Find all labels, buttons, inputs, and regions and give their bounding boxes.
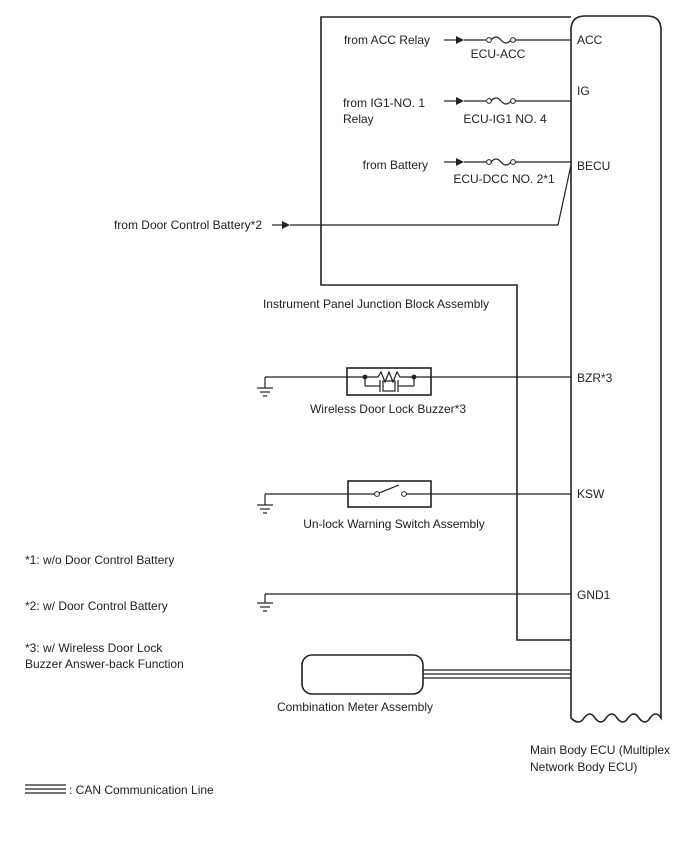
label-junction-block: Instrument Panel Junction Block Assembly — [263, 297, 489, 311]
label-buzzer: Wireless Door Lock Buzzer*3 — [310, 402, 466, 416]
junction-block-outline — [320, 16, 571, 641]
label-fuse-ecu-dcc: ECU-DCC NO. 2*1 — [453, 172, 555, 186]
label-from-acc-relay: from ACC Relay — [344, 33, 430, 47]
terminal-bzr: BZR*3 — [577, 371, 613, 385]
can-legend-icon — [25, 784, 66, 794]
terminal-becu: BECU — [577, 159, 610, 173]
gnd1-circuit — [257, 593, 571, 612]
label-main-ecu-line2: Network Body ECU) — [530, 760, 637, 774]
combination-meter-box — [301, 654, 424, 695]
ig-circuit — [444, 97, 571, 105]
label-main-ecu-line1: Main Body ECU (Multiplex — [530, 743, 670, 757]
battery-circuit — [444, 158, 571, 166]
label-unlock-switch: Un-lock Warning Switch Assembly — [303, 517, 485, 531]
buzzer-circuit — [257, 367, 571, 397]
note-2: *2: w/ Door Control Battery — [25, 599, 168, 613]
label-from-ig1-relay-line2: Relay — [343, 112, 374, 126]
acc-circuit — [444, 36, 571, 44]
label-from-ig1-relay-line1: from IG1-NO. 1 — [343, 96, 425, 110]
buzzer-icon — [346, 367, 432, 396]
combination-meter-group — [301, 654, 571, 695]
terminal-acc: ACC — [577, 33, 603, 47]
legend-can-label: : CAN Communication Line — [69, 783, 214, 797]
note-3-line1: *3: w/ Wireless Door Lock — [25, 641, 163, 655]
unlock-switch-circuit — [257, 480, 571, 514]
label-combination-meter: Combination Meter Assembly — [277, 700, 433, 714]
terminal-ig: IG — [577, 84, 590, 98]
door-battery-circuit — [272, 164, 572, 229]
label-from-door-battery: from Door Control Battery*2 — [114, 218, 262, 232]
terminal-gnd1: GND1 — [577, 588, 611, 602]
main-body-ecu-box — [570, 15, 662, 723]
note-1: *1: w/o Door Control Battery — [25, 553, 174, 567]
terminal-ksw: KSW — [577, 487, 605, 501]
note-3-line2: Buzzer Answer-back Function — [25, 657, 184, 671]
label-from-battery: from Battery — [363, 158, 428, 172]
label-fuse-ecu-acc: ECU-ACC — [471, 47, 526, 61]
label-fuse-ecu-ig1: ECU-IG1 NO. 4 — [463, 112, 547, 126]
